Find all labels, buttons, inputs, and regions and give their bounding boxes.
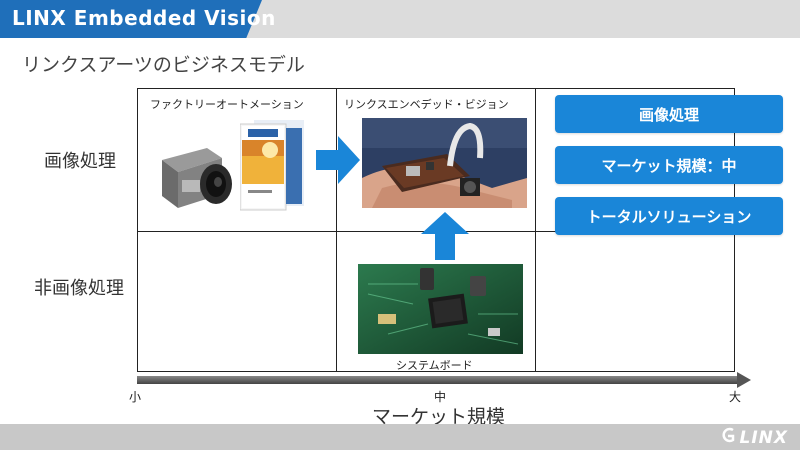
header-title: LINX Embedded Vision [12, 6, 276, 30]
caption-factory-automation: ファクトリーオートメーション [150, 98, 304, 111]
feature-total-solution-button[interactable]: トータルソリューション [555, 197, 783, 235]
footer-logo: LINX [720, 427, 789, 448]
industrial-camera-image [152, 130, 244, 210]
axis-tick-small: 小 [129, 390, 142, 404]
grid-divider-1 [336, 88, 337, 372]
grid-divider-2 [535, 88, 536, 372]
caption-system-board: システムボード [396, 359, 473, 372]
header-tab [0, 0, 262, 38]
linx-logo-icon [720, 427, 736, 448]
footer-logo-text: LINX [739, 427, 788, 448]
slide-subtitle: リンクスアーツのビジネスモデル [22, 54, 305, 76]
circuit-board-photo [358, 264, 523, 354]
embedded-vision-photo [362, 118, 527, 208]
software-box-image [240, 116, 306, 212]
row-label-image-processing: 画像処理 [44, 151, 116, 172]
axis-tick-large: 大 [729, 390, 742, 404]
axis-title: マーケット規模 [372, 406, 506, 428]
row-label-non-image-processing: 非画像処理 [34, 278, 124, 299]
feature-image-processing-button[interactable]: 画像処理 [555, 95, 783, 133]
footer-bar: LINX [0, 424, 800, 450]
market-scale-axis [137, 376, 737, 384]
arrow-right-icon [316, 136, 360, 184]
feature-market-scale-button[interactable]: マーケット規模：中 [555, 146, 783, 184]
arrow-up-icon [421, 212, 469, 260]
caption-links-embedded-vision: リンクスエンベデッド・ビジョン [344, 98, 509, 111]
axis-tick-medium: 中 [434, 390, 447, 404]
header-bar: LINX Embedded Vision [0, 0, 800, 38]
axis-arrowhead-icon [737, 372, 751, 388]
